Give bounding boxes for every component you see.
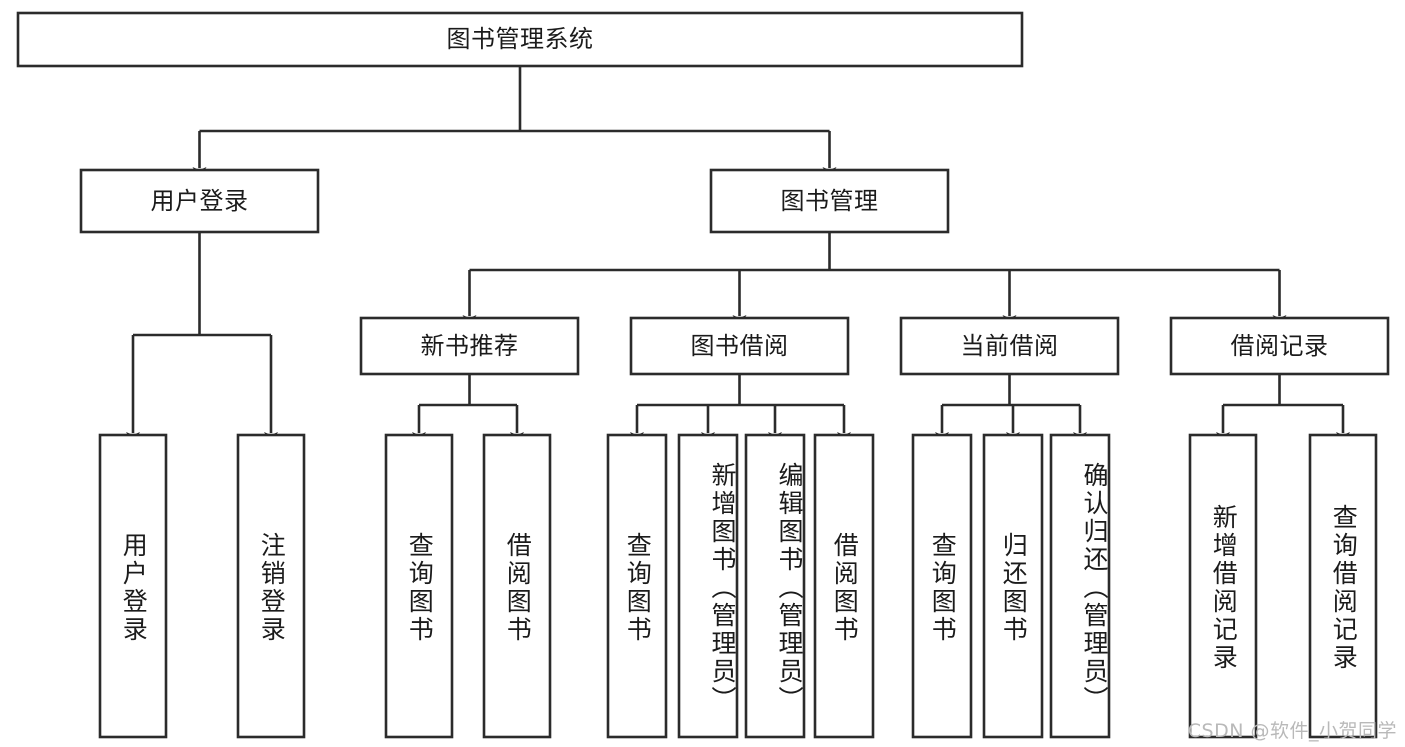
node-box-查询图书[interactable]	[384, 433, 454, 739]
node-box-新书推荐[interactable]	[359, 316, 580, 376]
node-box-用户登录[interactable]	[79, 168, 320, 234]
node-box-图书管理系统[interactable]	[16, 11, 1024, 68]
node-box-确认归还管理员[interactable]	[1049, 433, 1111, 739]
node-boxes	[16, 11, 1390, 739]
node-box-图书管理[interactable]	[709, 168, 950, 234]
node-box-编辑图书管理员[interactable]	[744, 433, 806, 739]
node-box-新增借阅记录[interactable]	[1188, 433, 1258, 739]
connector-lines	[126, 66, 1350, 444]
node-box-用户登录[interactable]	[98, 433, 168, 739]
node-box-查询图书[interactable]	[606, 433, 668, 739]
node-box-图书借阅[interactable]	[629, 316, 850, 376]
node-box-查询图书[interactable]	[911, 433, 973, 739]
node-box-借阅图书[interactable]	[813, 433, 875, 739]
node-box-借阅记录[interactable]	[1169, 316, 1390, 376]
node-box-当前借阅[interactable]	[899, 316, 1120, 376]
node-box-新增图书管理员[interactable]	[677, 433, 739, 739]
node-box-注销登录[interactable]	[236, 433, 306, 739]
node-box-借阅图书[interactable]	[482, 433, 552, 739]
watermark-text: CSDN @软件_小贺同学	[1187, 720, 1397, 742]
node-box-查询借阅记录[interactable]	[1308, 433, 1378, 739]
node-box-归还图书[interactable]	[982, 433, 1044, 739]
